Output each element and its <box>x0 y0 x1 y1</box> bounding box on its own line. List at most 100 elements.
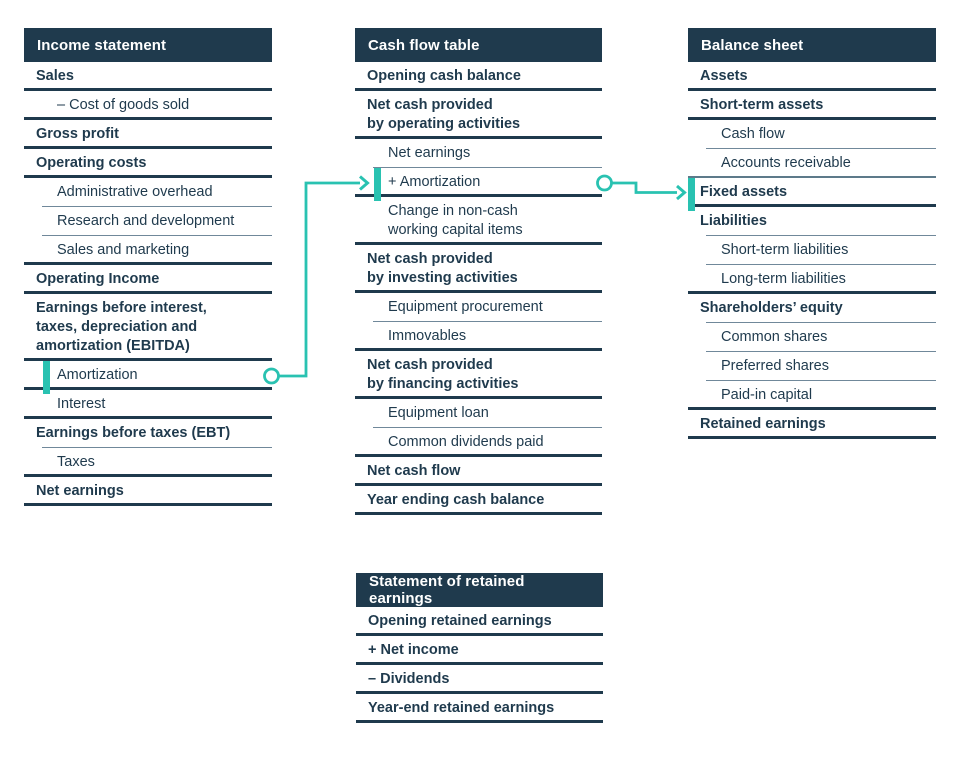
row-label: Net cash provided by financing activitie… <box>367 357 519 392</box>
row-sales: Sales <box>24 62 272 91</box>
row-assets: Assets <box>688 62 936 91</box>
row-label: Net earnings <box>36 483 124 499</box>
row-label: – Dividends <box>368 671 450 687</box>
row-label: Research and development <box>57 213 235 229</box>
table-header: Cash flow table <box>355 28 602 62</box>
row-amortization: Amortization <box>24 361 272 394</box>
row-label: Sales and marketing <box>57 242 190 258</box>
row-interest: Interest <box>24 390 272 419</box>
connector-amortization-to-cashflow <box>263 175 370 385</box>
row-label: Cash flow <box>721 126 785 142</box>
row-label: Earnings before taxes (EBT) <box>36 425 231 441</box>
row-change-in-non-cash-working-capital-items: Change in non-cash working capital items <box>355 197 602 245</box>
row-opening-retained-earnings: Opening retained earnings <box>356 607 603 636</box>
row-label: Shareholders’ equity <box>700 300 843 316</box>
row-gross-profit: Gross profit <box>24 120 272 149</box>
row-equipment-procurement: Equipment procurement <box>355 293 602 323</box>
row-label: Opening cash balance <box>367 68 521 84</box>
row-label: Liabilities <box>700 213 767 229</box>
row-label: Year ending cash balance <box>367 492 545 508</box>
income-statement-table: Income statement Sales – Cost of goods so… <box>24 28 272 506</box>
row-net-cash-provided-by-investing-activities: Net cash provided by investing activitie… <box>355 245 602 293</box>
row-label: Interest <box>57 396 106 412</box>
row-label: Equipment procurement <box>388 299 543 315</box>
row-label: Net earnings <box>388 145 471 161</box>
row-fixed-assets: Fixed assets <box>688 178 936 211</box>
row-net-income: + Net income <box>356 636 603 665</box>
row-retained-earnings: Retained earnings <box>688 410 936 439</box>
row-label: Administrative overhead <box>57 184 213 200</box>
row-equipment-loan: Equipment loan <box>355 399 602 429</box>
row-label: Short-term assets <box>700 97 824 113</box>
row-dividends: – Dividends <box>356 665 603 694</box>
row-net-cash-provided-by-operating-activities: Net cash provided by operating activitie… <box>355 91 602 139</box>
row-label: Immovables <box>388 328 467 344</box>
row-label: Amortization <box>57 367 138 383</box>
row-cost-of-goods-sold: – Cost of goods sold <box>24 91 272 120</box>
row-label: Year-end retained earnings <box>368 700 555 716</box>
row-label: + Net income <box>368 642 459 658</box>
row-shareholders-equity: Shareholders’ equity <box>688 294 936 324</box>
row-earnings-before-taxes-ebt: Earnings before taxes (EBT) <box>24 419 272 449</box>
row-long-term-liabilities: Long-term liabilities <box>688 265 936 294</box>
row-label: Opening retained earnings <box>368 613 552 629</box>
row-label: + Amortization <box>388 174 481 190</box>
row-taxes: Taxes <box>24 448 272 477</box>
row-label: Operating Income <box>36 271 160 287</box>
row-amortization: + Amortization <box>355 168 602 201</box>
table-title: Cash flow table <box>368 36 480 54</box>
table-title: Balance sheet <box>701 36 804 54</box>
row-operating-income: Operating Income <box>24 265 272 294</box>
row-short-term-assets: Short-term assets <box>688 91 936 120</box>
row-label: Net cash flow <box>367 463 461 479</box>
table-header: Income statement <box>24 28 272 62</box>
row-label: Equipment loan <box>388 405 489 421</box>
table-rows: Opening retained earnings + Net income – D… <box>356 607 603 723</box>
table-title: Income statement <box>37 36 167 54</box>
highlight-accent-bar <box>688 178 695 211</box>
row-preferred-shares: Preferred shares <box>688 352 936 382</box>
row-liabilities: Liabilities <box>688 207 936 237</box>
table-header: Statement of retained earnings <box>356 573 603 607</box>
row-label: Operating costs <box>36 155 147 171</box>
row-label: Gross profit <box>36 126 119 142</box>
row-common-dividends-paid: Common dividends paid <box>355 428 602 457</box>
row-label: Sales <box>36 68 74 84</box>
row-short-term-liabilities: Short-term liabilities <box>688 236 936 266</box>
row-earnings-before-interest-taxes-depreciation-and-amortization-ebitda: Earnings before interest, taxes, depreci… <box>24 294 272 361</box>
row-label: Net cash provided by operating activitie… <box>367 97 521 132</box>
row-research-and-development: Research and development <box>24 207 272 237</box>
row-immovables: Immovables <box>355 322 602 351</box>
row-administrative-overhead: Administrative overhead <box>24 178 272 208</box>
highlight-accent-bar <box>374 168 381 201</box>
row-label: Taxes <box>57 454 95 470</box>
row-label: Earnings before interest, taxes, depreci… <box>36 300 207 354</box>
row-label: Paid-in capital <box>721 387 813 403</box>
row-label: Retained earnings <box>700 416 826 432</box>
retained-earnings-table: Statement of retained earnings Opening r… <box>356 573 603 723</box>
row-label: Fixed assets <box>700 184 788 200</box>
row-label: Common dividends paid <box>388 434 544 450</box>
row-net-cash-provided-by-financing-activities: Net cash provided by financing activitie… <box>355 351 602 399</box>
row-label: Preferred shares <box>721 358 829 374</box>
table-title: Statement of retained earnings <box>369 573 525 607</box>
row-label: Accounts receivable <box>721 155 851 171</box>
row-net-cash-flow: Net cash flow <box>355 457 602 486</box>
connector-amortization-to-fixed-assets <box>596 174 687 201</box>
row-net-earnings: Net earnings <box>355 139 602 169</box>
row-label: Common shares <box>721 329 828 345</box>
row-common-shares: Common shares <box>688 323 936 353</box>
row-accounts-receivable: Accounts receivable <box>688 149 936 178</box>
row-cash-flow: Cash flow <box>688 120 936 150</box>
row-sales-and-marketing: Sales and marketing <box>24 236 272 265</box>
row-opening-cash-balance: Opening cash balance <box>355 62 602 91</box>
row-label: – Cost of goods sold <box>57 97 190 113</box>
row-operating-costs: Operating costs <box>24 149 272 178</box>
arrow-right-icon <box>676 184 687 201</box>
